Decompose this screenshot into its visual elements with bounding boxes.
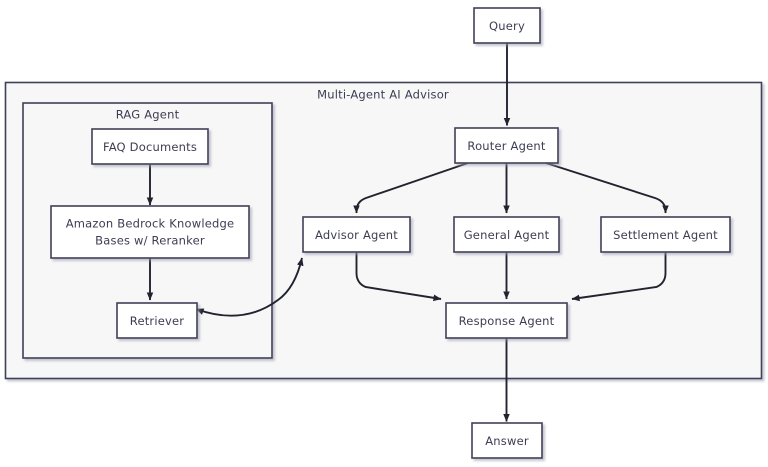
- edge-router-to-settlement: [545, 162, 669, 214]
- cluster-rag-agent-label: RAG Agent: [116, 108, 180, 122]
- node-settlement-agent-box[interactable]: [600, 216, 731, 253]
- node-advisor-agent-label: Advisor Agent: [315, 228, 398, 242]
- node-advisor-agent-box[interactable]: [302, 216, 411, 253]
- node-bedrock-knowledge-bases-label-line2: Bases w/ Reranker: [95, 234, 205, 248]
- node-answer-label: Answer: [485, 434, 529, 448]
- node-faq-documents[interactable]: FAQ Documents: [91, 128, 209, 165]
- node-query-label: Query: [489, 19, 525, 33]
- node-settlement-agent[interactable]: Settlement Agent: [600, 216, 731, 253]
- node-retriever-box[interactable]: [116, 302, 198, 339]
- node-response-agent[interactable]: Response Agent: [445, 302, 568, 339]
- node-answer[interactable]: Answer: [471, 422, 543, 459]
- node-bedrock-knowledge-bases-box[interactable]: [50, 205, 250, 259]
- node-general-agent-box[interactable]: [453, 216, 560, 253]
- edge-retriever-advisor-bidirectional: [195, 257, 304, 317]
- node-router-agent-box[interactable]: [454, 127, 559, 164]
- node-advisor-agent[interactable]: Advisor Agent: [302, 216, 411, 253]
- node-retriever-label: Retriever: [130, 314, 185, 328]
- node-bedrock-knowledge-bases-label-line1: Amazon Bedrock Knowledge: [66, 217, 235, 231]
- edge-router-to-advisor: [353, 162, 469, 214]
- node-faq-documents-box[interactable]: [91, 128, 209, 165]
- cluster-multi-agent-label: Multi-Agent AI Advisor: [317, 88, 449, 102]
- node-bedrock-knowledge-bases[interactable]: Amazon Bedrock Knowledge Bases w/ Rerank…: [50, 205, 250, 259]
- node-router-agent-label: Router Agent: [467, 139, 545, 153]
- node-faq-documents-label: FAQ Documents: [103, 140, 197, 154]
- node-query[interactable]: Query: [473, 7, 541, 44]
- node-response-agent-box[interactable]: [445, 302, 568, 339]
- edge-advisor-to-response: [355, 252, 442, 302]
- node-answer-box[interactable]: [471, 422, 543, 459]
- node-general-agent-label: General Agent: [464, 228, 550, 242]
- node-settlement-agent-label: Settlement Agent: [613, 228, 718, 242]
- node-router-agent[interactable]: Router Agent: [454, 127, 559, 164]
- node-retriever[interactable]: Retriever: [116, 302, 198, 339]
- node-general-agent[interactable]: General Agent: [453, 216, 560, 253]
- edge-settlement-to-response: [571, 252, 667, 302]
- node-response-agent-label: Response Agent: [459, 314, 555, 328]
- node-query-box[interactable]: [473, 7, 541, 44]
